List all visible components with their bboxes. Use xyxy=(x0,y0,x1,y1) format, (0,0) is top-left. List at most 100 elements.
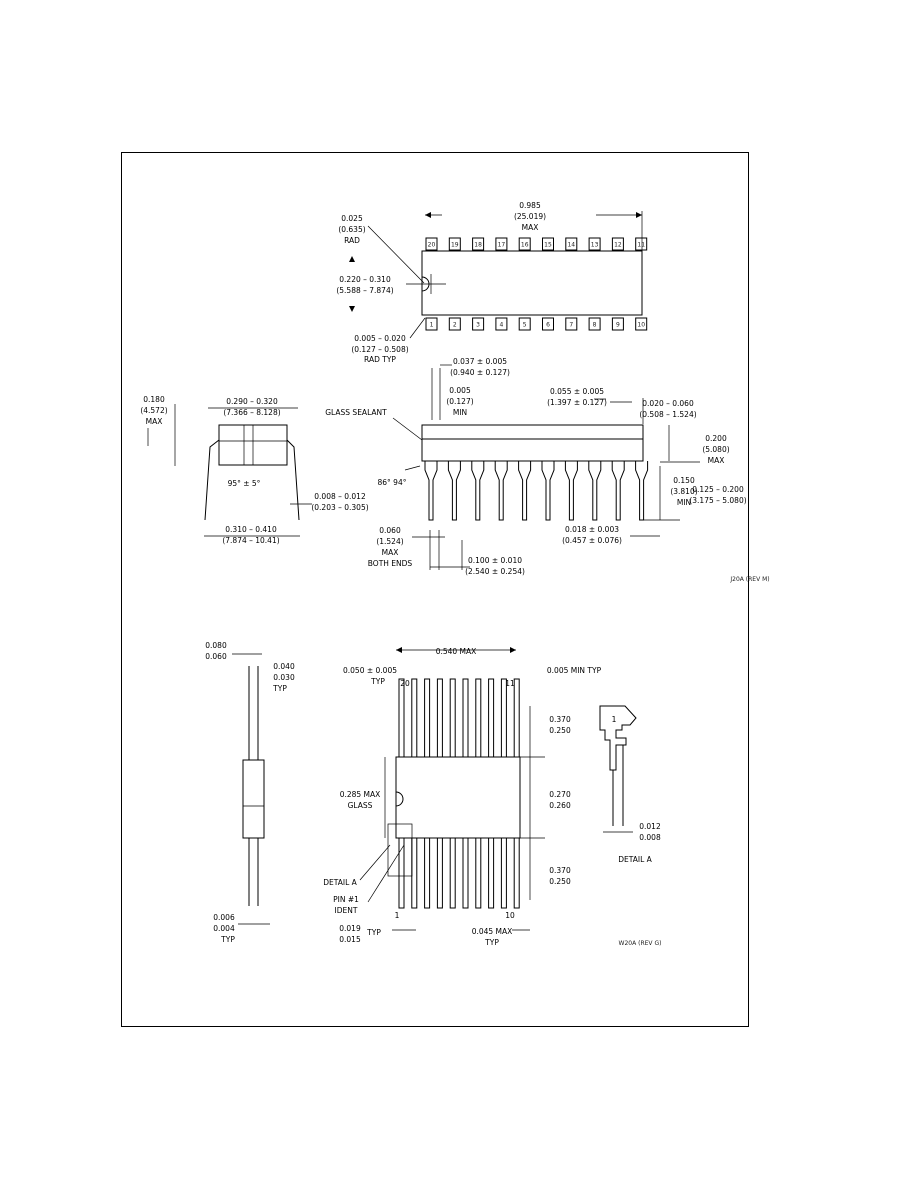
flat-bottom-lead xyxy=(411,837,418,909)
d060-both-ends: BOTH ENDS xyxy=(368,559,413,568)
d019-typ: TYP xyxy=(366,928,381,937)
side-lead xyxy=(588,461,602,521)
d008-mm: (0.203 – 0.305) xyxy=(311,503,368,512)
bottom-pin-number: 4 xyxy=(499,322,503,329)
d050-label: 0.050 ± 0.005 xyxy=(343,666,397,675)
d200-max: MAX xyxy=(708,456,725,465)
pad-rad-typ: RAD TYP xyxy=(364,355,396,364)
rad-mm: (0.635) xyxy=(338,225,365,234)
d150-label: 0.150 xyxy=(673,476,695,485)
d310-label: 0.310 – 0.410 xyxy=(225,525,277,534)
detail-a: 1 0.012 0.008 DETAIL A W20A (REV G) xyxy=(599,705,662,947)
d060-max: MAX xyxy=(382,548,399,557)
flat-top-lead xyxy=(436,678,443,758)
pin-10: 10 xyxy=(505,911,515,920)
d285-label: 0.285 MAX xyxy=(340,790,381,799)
d012-b: 0.008 xyxy=(639,833,661,842)
d055-label: 0.055 ± 0.005 xyxy=(550,387,604,396)
side-lead xyxy=(494,461,508,521)
pin-20: 20 xyxy=(400,679,410,688)
top-pin-box xyxy=(542,237,554,251)
top-pin-box xyxy=(495,237,508,251)
angle-95-label: 95° ± 5° xyxy=(228,479,261,488)
length-max: MAX xyxy=(522,223,539,232)
bottom-pin-box xyxy=(518,317,531,331)
d008-label: 0.008 – 0.012 xyxy=(314,492,366,501)
d080-b: 0.060 xyxy=(205,652,227,661)
top-pin-number: 13 xyxy=(591,242,599,249)
d037-label: 0.037 ± 0.005 xyxy=(453,357,507,366)
flat-bottom-lead xyxy=(500,837,507,909)
bottom-pin-box xyxy=(542,317,554,331)
d200-mm: (5.080) xyxy=(702,445,729,454)
bottom-pin-number: 2 xyxy=(453,322,457,329)
code2: W20A (REV G) xyxy=(619,940,662,947)
bottom-pin-number: 1 xyxy=(430,322,434,329)
d012-label: 0.012 xyxy=(639,822,661,831)
d006-label: 0.006 xyxy=(213,913,235,922)
side-lead xyxy=(611,461,625,521)
detail-a-num: 1 xyxy=(612,715,617,724)
d180-label: 0.180 xyxy=(143,395,165,404)
top-pin-number: 20 xyxy=(428,242,436,249)
top-pin-number: 19 xyxy=(451,242,459,249)
angle-label: 86° 94° xyxy=(378,478,407,487)
d270-b: 0.260 xyxy=(549,801,571,810)
flat-top-lead xyxy=(500,678,507,758)
top-pin-box xyxy=(518,237,531,251)
d037-mm: (0.940 ± 0.127) xyxy=(450,368,510,377)
d060-mm: (1.524) xyxy=(376,537,403,546)
top-pin-number: 14 xyxy=(567,242,575,249)
d125-mm: (3.175 – 5.080) xyxy=(689,496,746,505)
bottom-pin-box xyxy=(448,317,461,331)
d100-label: 0.100 ± 0.010 xyxy=(468,556,522,565)
length-label: 0.985 xyxy=(519,201,541,210)
bottom-pin-number: 5 xyxy=(523,322,527,329)
d045-typ: TYP xyxy=(484,938,499,947)
flat-bottom-lead xyxy=(475,837,482,909)
flat-bottom-lead xyxy=(462,837,469,909)
top-pin-number: 18 xyxy=(474,242,482,249)
flat-top-lead xyxy=(411,678,418,758)
glass-sealant-label: GLASS SEALANT xyxy=(325,408,387,417)
bottom-pin-box xyxy=(425,317,438,331)
d018-label: 0.018 ± 0.003 xyxy=(565,525,619,534)
end-view: 0.180 (4.572) MAX 0.290 – 0.320 (7.366 –… xyxy=(140,395,368,545)
d006-typ: TYP xyxy=(220,935,235,944)
package-body xyxy=(421,250,643,316)
top-pin-box xyxy=(425,237,438,251)
top-pin-number: 12 xyxy=(614,242,622,249)
pin1-ident: PIN #1 xyxy=(333,895,359,904)
flat-top-lead xyxy=(513,678,520,758)
bottom-pin-number: 9 xyxy=(616,322,620,329)
flat-top-lead xyxy=(424,678,431,758)
flat-side-body xyxy=(242,759,265,839)
bottom-pin-box xyxy=(565,317,578,331)
drawing-frame xyxy=(121,152,749,1027)
d040-b: 0.030 xyxy=(273,673,295,682)
side-lead xyxy=(471,461,485,521)
d019-label: 0.019 xyxy=(339,924,361,933)
side-view: 0.037 ± 0.005 (0.940 ± 0.127) 0.005 (0.1… xyxy=(325,357,769,583)
bottom-pin-box xyxy=(472,317,485,331)
side-lid xyxy=(421,424,644,440)
d005-min-typ: 0.005 MIN TYP xyxy=(547,666,602,675)
d270-label: 0.270 xyxy=(549,790,571,799)
top-pin-box xyxy=(635,237,648,251)
top-pin-box xyxy=(448,237,461,251)
d018-mm: (0.457 ± 0.076) xyxy=(562,536,622,545)
d540-label: 0.540 MAX xyxy=(436,647,477,656)
flat-top-lead xyxy=(475,678,482,758)
d370b-label: 0.370 xyxy=(549,866,571,875)
d020-label: 0.020 – 0.060 xyxy=(642,399,694,408)
flat-bottom-lead xyxy=(449,837,456,909)
side-lead xyxy=(424,461,438,521)
pad-mm: (0.127 – 0.508) xyxy=(351,345,408,354)
flat-top-lead xyxy=(488,678,495,758)
top-pin-box xyxy=(565,237,578,251)
code1: J20A (REV M) xyxy=(729,576,769,583)
top-pin-number: 11 xyxy=(637,242,645,249)
d150-min: MIN xyxy=(677,498,691,507)
pin-11: 11 xyxy=(505,679,515,688)
